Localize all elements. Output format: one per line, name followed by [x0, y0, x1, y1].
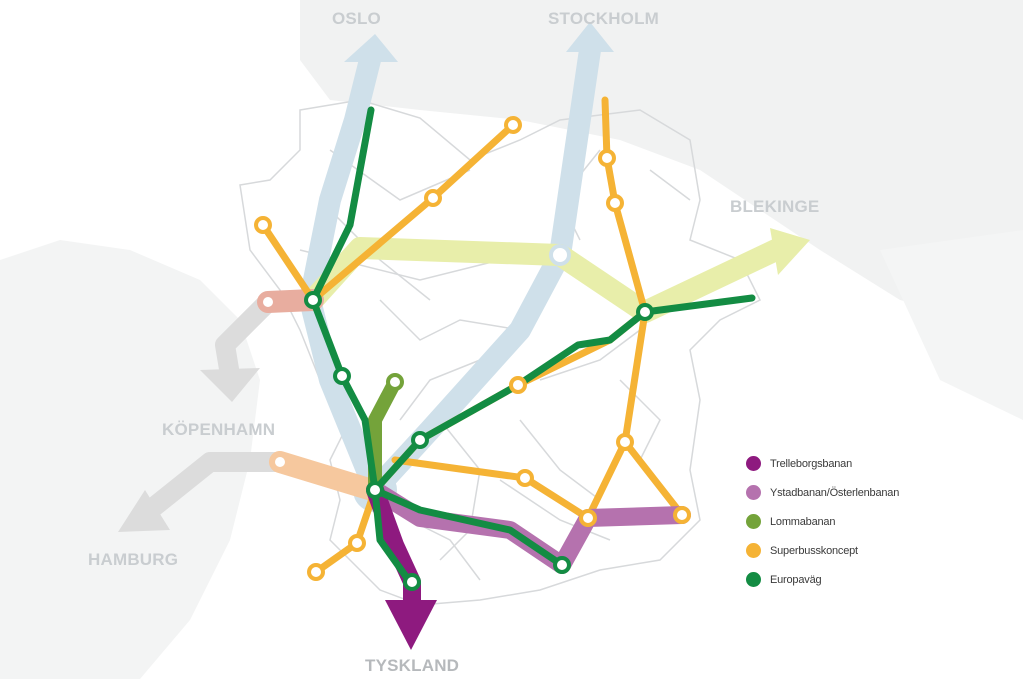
legend-item-europavag: Europaväg — [746, 565, 899, 594]
station-node — [259, 293, 277, 311]
station-node — [348, 534, 366, 552]
trelleborgsbanan-line — [366, 481, 437, 650]
station-node — [616, 433, 634, 451]
legend-label: Ystadbanan/Österlenbanan — [770, 486, 900, 499]
label-oslo: OSLO — [332, 9, 381, 28]
arrow-heads-rail — [344, 22, 614, 62]
station-node — [333, 367, 351, 385]
station-node — [307, 563, 325, 581]
legend: Trelleborgsbanan Ystadbanan/Österlenbana… — [746, 449, 899, 594]
legend-swatch — [746, 485, 761, 500]
station-node — [271, 453, 289, 471]
legend-item-ystadbanan: Ystadbanan/Österlenbanan — [746, 478, 899, 507]
station-node — [504, 116, 522, 134]
station-node — [304, 291, 322, 309]
station-node — [598, 149, 616, 167]
legend-item-superbuss: Superbusskoncept — [746, 536, 899, 565]
legend-swatch — [746, 456, 761, 471]
legend-swatch — [746, 514, 761, 529]
legend-swatch — [746, 572, 761, 587]
legend-label: Trelleborgsbanan — [770, 457, 853, 470]
station-node — [673, 506, 691, 524]
legend-label: Lommabanan — [770, 515, 836, 528]
station-node — [549, 244, 571, 266]
label-tyskland: TYSKLAND — [365, 656, 460, 675]
label-hamburg: HAMBURG — [88, 550, 179, 569]
station-nodes — [254, 116, 691, 591]
station-node — [553, 556, 571, 574]
station-node — [636, 303, 654, 321]
grey-corridors — [140, 292, 290, 520]
station-node — [509, 376, 527, 394]
ystadbanan-line — [366, 481, 691, 574]
legend-label: Europaväg — [770, 573, 822, 586]
station-node — [424, 189, 442, 207]
legend-label: Superbusskoncept — [770, 544, 858, 557]
station-node — [403, 573, 421, 591]
legend-item-lommabanan: Lommabanan — [746, 507, 899, 536]
station-node — [606, 194, 624, 212]
station-node — [254, 216, 272, 234]
station-node — [386, 373, 404, 391]
station-node — [516, 469, 534, 487]
grey-arrow-heads — [118, 368, 260, 532]
legend-swatch — [746, 543, 761, 558]
label-stockholm: STOCKHOLM — [548, 9, 660, 28]
legend-item-trelleborgsbanan: Trelleborgsbanan — [746, 449, 899, 478]
station-node — [366, 481, 384, 499]
label-kopenhamn: KÖPENHAMN — [162, 420, 276, 439]
station-node — [579, 509, 597, 527]
label-blekinge: BLEKINGE — [730, 197, 820, 216]
station-node — [411, 431, 429, 449]
